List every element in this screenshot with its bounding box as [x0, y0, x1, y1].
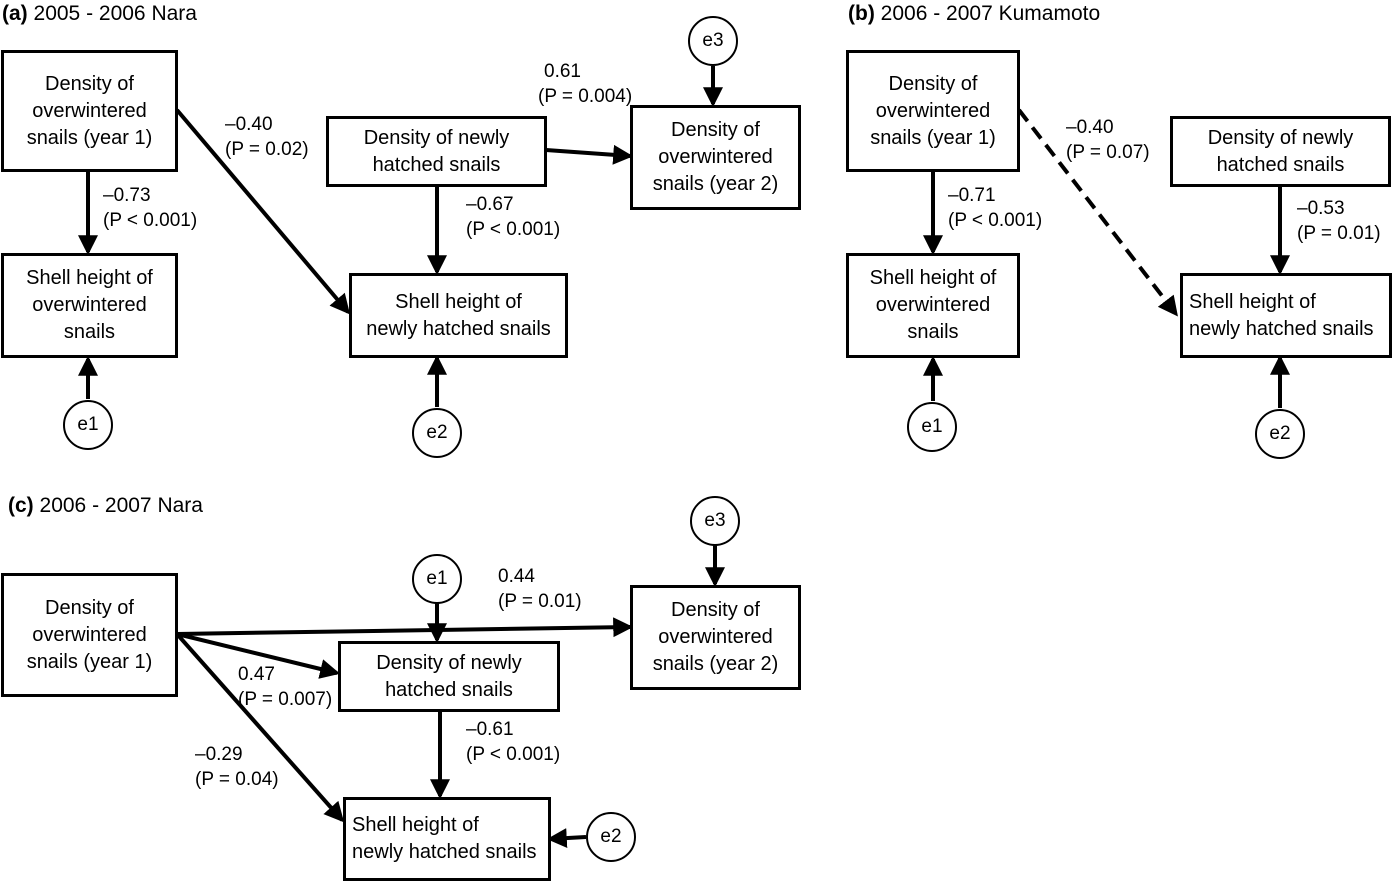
a-error-e1: e1	[63, 400, 113, 450]
panel-c-label: (c)	[8, 494, 34, 517]
panel-b-title-text: 2006 - 2007 Kumamoto	[880, 2, 1101, 25]
arrow-c-ow1-new	[176, 632, 341, 679]
c-path-coef-ow1-new: 0.47 (P = 0.007)	[238, 662, 332, 712]
arrow-c-ow1-ow2	[176, 617, 634, 638]
coef-p: (P < 0.001)	[103, 210, 198, 231]
coef-value: 0.47	[238, 664, 275, 685]
c-error-e3: e3	[690, 496, 740, 546]
c-node-shell-height-newly-hatched: Shell height of newly hatched snails	[343, 797, 551, 881]
a-error-e2: e2	[412, 408, 462, 458]
b-node-shell-height-overwintered: Shell height of overwintered snails	[846, 253, 1020, 358]
coef-p: (P = 0.04)	[195, 769, 279, 790]
a-path-coef-ow1-shellnew: –0.40 (P = 0.02)	[225, 112, 309, 162]
c-path-coef-ow1-shellnew: –0.29 (P = 0.04)	[195, 742, 279, 792]
a-path-coef-ow1-shellow: –0.73 (P < 0.001)	[103, 183, 197, 233]
c-node-density-overwintered-year2: Density of overwintered snails (year 2)	[630, 585, 801, 690]
b-node-shell-height-newly-hatched: Shell height of newly hatched snails	[1180, 273, 1392, 358]
a-error-e3: e3	[688, 16, 738, 66]
c-path-coef-new-shellnew: –0.61 (P < 0.001)	[466, 717, 560, 767]
coef-value: –0.73	[103, 185, 151, 206]
arrow-a-new-ow2	[545, 144, 634, 165]
coef-value: –0.40	[1066, 117, 1114, 138]
panel-a-title: (a) 2005 - 2006 Nara	[2, 2, 197, 26]
b-node-density-overwintered-year1: Density of overwintered snails (year 1)	[846, 50, 1020, 172]
b-path-coef-ow1-shellnew: –0.40 (P = 0.07)	[1066, 115, 1150, 165]
coef-p: (P < 0.001)	[466, 744, 561, 765]
coef-value: –0.61	[466, 719, 514, 740]
coef-value: 0.44	[498, 566, 535, 587]
a-node-density-overwintered-year1: Density of overwintered snails (year 1)	[1, 50, 178, 172]
a-path-coef-new-shellnew: –0.67 (P < 0.001)	[466, 192, 560, 242]
c-node-density-overwintered-year1: Density of overwintered snails (year 1)	[1, 573, 178, 697]
coef-p: (P = 0.02)	[225, 139, 309, 160]
a-node-density-newly-hatched: Density of newly hatched snails	[326, 116, 547, 187]
coef-p: (P = 0.01)	[498, 591, 582, 612]
coef-value: –0.29	[195, 744, 243, 765]
c-error-e1: e1	[412, 554, 462, 604]
panel-c-title: (c) 2006 - 2007 Nara	[8, 494, 203, 518]
arrow-c-e2	[546, 828, 587, 849]
coef-p: (P = 0.007)	[238, 689, 333, 710]
panel-c-title-text: 2006 - 2007 Nara	[39, 494, 203, 517]
arrow-a-ow1-shellnew	[175, 108, 351, 315]
c-path-coef-ow1-ow2: 0.44 (P = 0.01)	[498, 564, 582, 614]
arrow-c-ow1-shellnew	[175, 632, 345, 823]
panel-b-title: (b) 2006 - 2007 Kumamoto	[848, 2, 1100, 26]
b-path-coef-new-shellnew: –0.53 (P = 0.01)	[1297, 196, 1381, 246]
b-path-coef-ow1-shellow: –0.71 (P < 0.001)	[948, 183, 1042, 233]
coef-p: (P < 0.001)	[466, 219, 561, 240]
panel-a-title-text: 2005 - 2006 Nara	[33, 2, 197, 25]
b-error-e1: e1	[907, 402, 957, 452]
coef-p: (P = 0.07)	[1066, 142, 1150, 163]
coef-p: (P = 0.01)	[1297, 223, 1381, 244]
a-path-coef-new-ow2: 0.61 (P = 0.004)	[538, 59, 632, 109]
a-node-shell-height-overwintered: Shell height of overwintered snails	[1, 253, 178, 358]
coef-value: –0.71	[948, 185, 996, 206]
coef-value: –0.53	[1297, 198, 1345, 219]
a-node-shell-height-newly-hatched: Shell height of newly hatched snails	[349, 273, 568, 358]
coef-value: –0.67	[466, 194, 514, 215]
coef-value: 0.61	[544, 61, 581, 82]
a-node-density-overwintered-year2: Density of overwintered snails (year 2)	[630, 105, 801, 210]
c-node-density-newly-hatched: Density of newly hatched snails	[338, 641, 560, 712]
c-error-e2: e2	[586, 812, 636, 862]
coef-value: –0.40	[225, 114, 273, 135]
coef-p: (P < 0.001)	[948, 210, 1043, 231]
coef-p: (P = 0.004)	[538, 86, 633, 107]
panel-a-label: (a)	[2, 2, 28, 25]
b-node-density-newly-hatched: Density of newly hatched snails	[1170, 116, 1391, 187]
panel-b-label: (b)	[848, 2, 875, 25]
b-error-e2: e2	[1255, 409, 1305, 459]
